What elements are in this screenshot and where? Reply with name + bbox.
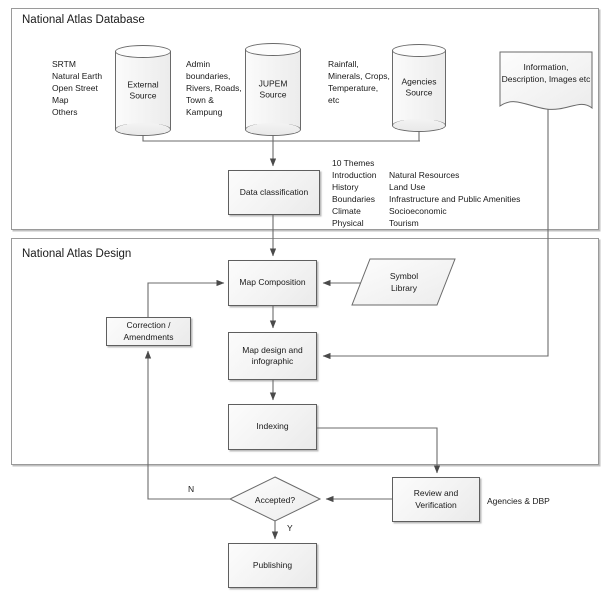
node-agencies-source[interactable]: Agencies Source xyxy=(392,44,446,132)
cylinder-bottom xyxy=(245,123,301,136)
themes-heading: 10 Themes xyxy=(332,158,375,168)
node-label-map-design: Map design and infographic xyxy=(242,344,303,366)
cylinder-body xyxy=(245,49,301,130)
node-indexing[interactable]: Indexing xyxy=(228,404,317,450)
cylinder-top xyxy=(392,44,446,57)
cylinder-top xyxy=(115,45,171,58)
section-national-atlas-design xyxy=(11,238,599,465)
node-label-map-composition: Map Composition xyxy=(239,277,306,288)
themes-column-one: Introduction History Boundaries Climate … xyxy=(332,170,377,229)
cylinder-bottom xyxy=(115,123,171,136)
node-review-verification[interactable]: Review and Verification xyxy=(392,477,480,522)
node-label-agencies-source: Agencies Source xyxy=(401,76,437,98)
node-correction-amendments[interactable]: Correction / Amendments xyxy=(106,317,191,346)
node-jupem-source[interactable]: JUPEM Source xyxy=(245,43,301,136)
edge-label-yes: Y xyxy=(287,523,293,533)
node-label-accepted: Accepted? xyxy=(254,495,296,505)
node-external-source[interactable]: External Source xyxy=(115,45,171,136)
node-label-indexing: Indexing xyxy=(256,421,289,432)
node-label-jupem-source: JUPEM Source xyxy=(258,78,288,100)
jupem-sources-list: Admin boundaries, Rivers, Roads, Town & … xyxy=(186,59,242,118)
node-map-composition[interactable]: Map Composition xyxy=(228,260,317,306)
node-label-correction-amendments: Correction / Amendments xyxy=(123,320,174,342)
section-title-design: National Atlas Design xyxy=(22,248,132,260)
edge-label-no: N xyxy=(188,484,195,494)
external-sources-list: SRTM Natural Earth Open Street Map Other… xyxy=(52,59,103,118)
node-label-review-verification: Review and Verification xyxy=(413,488,459,510)
node-map-design[interactable]: Map design and infographic xyxy=(228,332,317,380)
section-title-database: National Atlas Database xyxy=(22,14,145,26)
cylinder-body xyxy=(115,51,171,130)
node-label-information-document: Information, Description, Images etc xyxy=(501,62,591,85)
cylinder-bottom xyxy=(392,119,446,132)
node-label-data-classification: Data classification xyxy=(239,186,309,197)
agencies-dbp-label: Agencies & DBP xyxy=(487,496,550,506)
section-national-atlas-database xyxy=(11,8,599,230)
cylinder-top xyxy=(245,43,301,56)
node-label-symbol-library: Symbol Library xyxy=(389,271,419,294)
themes-column-two: Natural Resources Land Use Infrastructur… xyxy=(389,170,521,229)
node-label-publishing: Publishing xyxy=(252,559,293,570)
node-publishing[interactable]: Publishing xyxy=(228,543,317,588)
node-data-classification[interactable]: Data classification xyxy=(228,170,320,215)
node-label-external-source: External Source xyxy=(127,79,159,101)
agencies-sources-list: Rainfall, Minerals, Crops, Temperature, … xyxy=(328,59,390,106)
